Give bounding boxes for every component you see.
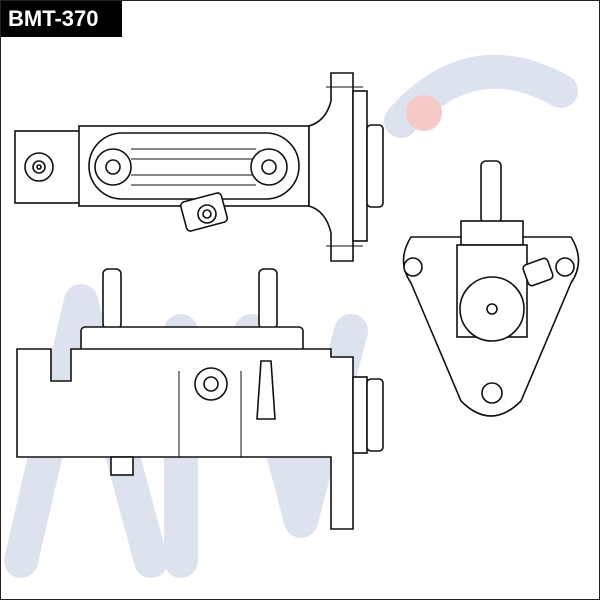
side-view	[16, 268, 384, 530]
part-number-label: BMT-370	[1, 1, 122, 37]
watermark-dot	[406, 95, 442, 131]
end-view	[402, 160, 580, 417]
top-view	[14, 72, 384, 262]
